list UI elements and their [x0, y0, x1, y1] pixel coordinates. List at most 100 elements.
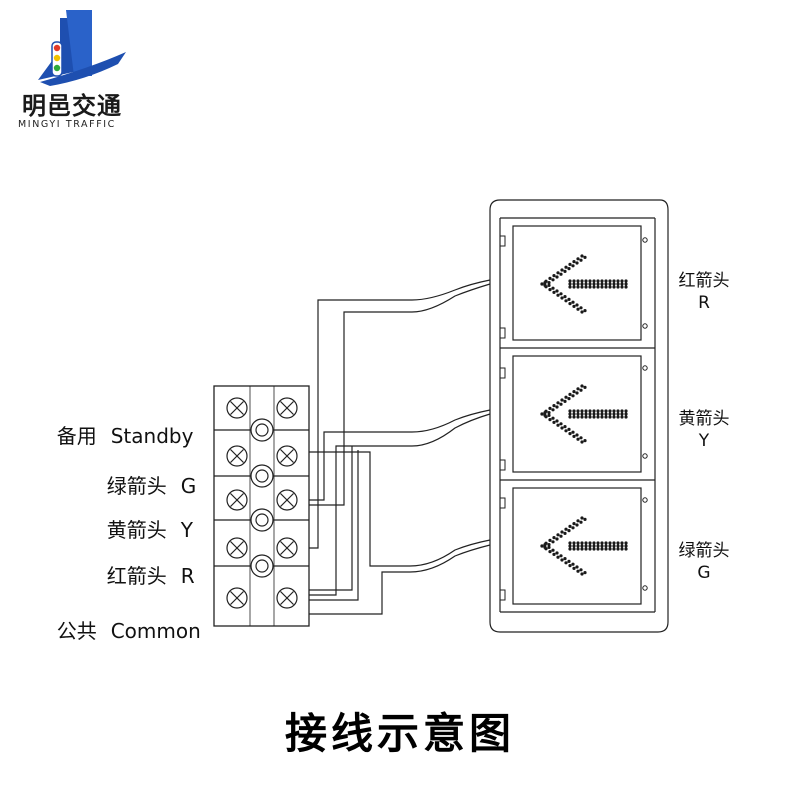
- led-dot: [583, 385, 587, 389]
- led-dot: [552, 290, 556, 294]
- led-dot: [576, 437, 580, 441]
- housing-bolt-icon: [499, 589, 506, 601]
- led-dot: [568, 279, 572, 283]
- led-dot: [612, 282, 616, 286]
- led-dot: [547, 545, 551, 550]
- led-dot: [568, 547, 572, 551]
- led-dot: [620, 541, 624, 545]
- terminal-screw-icon: [226, 489, 248, 511]
- led-dot: [560, 530, 564, 534]
- led-dot: [571, 526, 575, 530]
- led-dot: [604, 285, 608, 289]
- led-dot: [604, 409, 608, 413]
- led-dot: [580, 285, 584, 289]
- led-dot: [572, 260, 576, 264]
- led-dot: [560, 268, 564, 272]
- led-dot: [588, 541, 592, 545]
- led-dot: [547, 411, 551, 415]
- led-dot: [543, 411, 547, 415]
- housing-bolts: [499, 235, 648, 601]
- led-dot: [556, 293, 560, 297]
- led-dot: [608, 544, 612, 548]
- led-dot: [572, 279, 576, 283]
- terminal-screw-icon: [276, 489, 298, 511]
- terminal-screws: [226, 397, 298, 609]
- logo-icon: [38, 10, 126, 86]
- led-dot: [580, 384, 584, 388]
- led-dot: [620, 285, 624, 289]
- left-arrow-icon: [540, 254, 628, 314]
- terminal-screw-icon: [226, 587, 248, 609]
- led-dot: [564, 429, 568, 433]
- led-dot: [612, 279, 616, 283]
- led-dot: [572, 547, 576, 551]
- lens-screw-icon: [642, 497, 648, 503]
- led-dot: [543, 283, 547, 287]
- led-dot: [604, 415, 608, 419]
- led-dot: [559, 272, 563, 276]
- led-dot: [620, 544, 624, 548]
- led-dot: [600, 544, 604, 548]
- light-label-yellow-en: Y: [698, 431, 710, 451]
- led-dot: [568, 412, 572, 416]
- led-dot: [608, 412, 612, 416]
- led-dot: [564, 265, 568, 269]
- led-dot: [563, 269, 567, 273]
- led-dot: [620, 547, 624, 551]
- led-dot: [592, 282, 596, 286]
- led-dot: [580, 282, 584, 286]
- led-dot: [568, 392, 572, 396]
- led-dot: [580, 310, 584, 314]
- led-dot: [548, 288, 552, 292]
- led-dot: [624, 412, 628, 416]
- led-dot: [572, 544, 576, 548]
- led-dot: [568, 524, 572, 529]
- led-dot: [556, 271, 560, 275]
- led-dot: [596, 412, 600, 416]
- led-dot: [572, 412, 576, 416]
- led-dot: [583, 517, 587, 522]
- led-dot: [576, 285, 580, 289]
- led-dot: [624, 415, 628, 419]
- led-dot: [551, 540, 555, 544]
- led-dot: [584, 282, 588, 286]
- led-dot: [576, 307, 580, 311]
- led-dot: [624, 409, 628, 413]
- logo-name-en: MINGYI TRAFFIC: [18, 119, 116, 130]
- led-dot: [604, 412, 608, 416]
- led-dot: [560, 426, 564, 430]
- led-dot: [584, 412, 588, 416]
- led-dot: [600, 279, 604, 283]
- led-dot: [600, 547, 604, 551]
- led-dot: [551, 286, 555, 290]
- led-dot: [551, 408, 555, 412]
- led-dot: [608, 547, 612, 551]
- led-dot: [620, 279, 624, 283]
- lens-screw-icon: [642, 237, 648, 243]
- signal-head: [489, 199, 669, 633]
- led-dot: [580, 572, 584, 576]
- led-dot: [612, 541, 616, 545]
- led-dot: [572, 522, 576, 526]
- led-dot: [552, 536, 556, 540]
- led-dot: [620, 282, 624, 286]
- led-dot: [576, 387, 580, 391]
- led-dot: [576, 279, 580, 283]
- led-dot: [580, 415, 584, 419]
- led-dot: [584, 285, 588, 289]
- led-dot: [612, 547, 616, 551]
- light-label-green: 绿箭头 G: [664, 540, 744, 584]
- housing-bolt-icon: [499, 367, 506, 379]
- led-dot: [563, 399, 567, 403]
- led-dot: [604, 282, 608, 286]
- led-dot: [575, 565, 579, 569]
- led-dot: [572, 304, 576, 308]
- led-dot: [592, 285, 596, 289]
- led-dot: [608, 409, 612, 413]
- led-dot: [559, 534, 563, 538]
- led-dot: [596, 282, 600, 286]
- led-dot: [592, 541, 596, 545]
